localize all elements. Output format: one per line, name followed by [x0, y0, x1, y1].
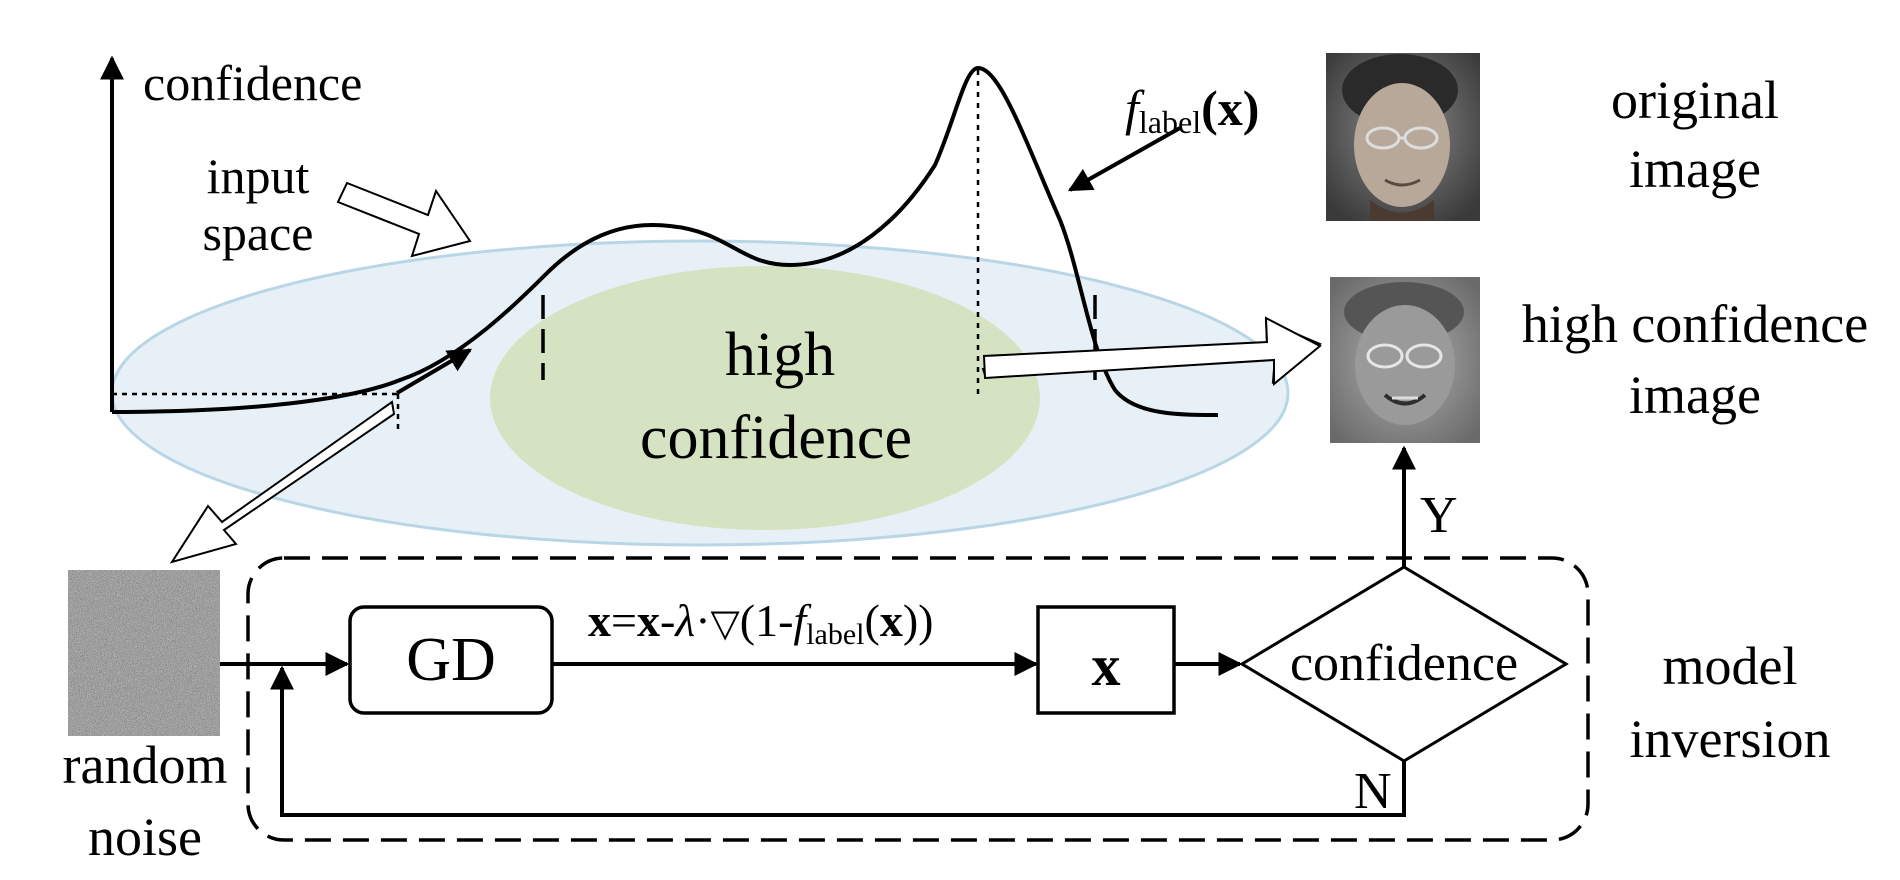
random-noise-image: [68, 570, 220, 736]
function-label: flabel(x): [1125, 80, 1259, 140]
model-inversion-label-2: inversion: [1630, 709, 1831, 769]
input-space-arrow: [336, 181, 472, 258]
random-noise-label-2: noise: [88, 807, 202, 867]
original-image: [1326, 53, 1480, 221]
update-rule: x=x-λ·▽(1-flabel(x)): [588, 595, 933, 651]
model-inversion-label-1: model: [1663, 636, 1798, 696]
input-space-label-1: input: [207, 148, 310, 204]
function-pointer-arrow: [1067, 126, 1181, 192]
model-inversion-frame: [246, 556, 1590, 842]
input-space-label-2: space: [202, 205, 313, 261]
high-confidence-label-2: confidence: [640, 404, 912, 472]
ascent-arrow: [395, 348, 473, 395]
confidence-curve: [111, 65, 1219, 417]
x-box: [1036, 605, 1176, 715]
gd-box: [348, 605, 554, 715]
x-box-label: x: [1092, 633, 1121, 698]
high-confidence-image-label-1: high confidence: [1522, 294, 1868, 354]
confidence-decision-label: confidence: [1290, 635, 1518, 692]
no-loop-line: [270, 665, 1406, 817]
yes-label: Y: [1420, 487, 1458, 544]
high-confidence-label-1: high: [725, 321, 835, 389]
y-axis-label: confidence: [143, 55, 362, 111]
high-confidence-region: [490, 266, 1040, 530]
high-confidence-image: [1330, 277, 1480, 443]
confidence-decision: [1239, 565, 1569, 763]
high-confidence-image-label-2: image: [1629, 365, 1761, 425]
no-label: N: [1354, 763, 1392, 820]
random-noise-label-1: random: [63, 735, 228, 795]
to-noise-arrow: [169, 400, 396, 564]
original-image-label-2: image: [1629, 139, 1761, 199]
original-image-label-1: original: [1611, 70, 1779, 130]
gd-label: GD: [406, 626, 496, 694]
to-highconf-image-arrow-body: [982, 316, 1322, 387]
